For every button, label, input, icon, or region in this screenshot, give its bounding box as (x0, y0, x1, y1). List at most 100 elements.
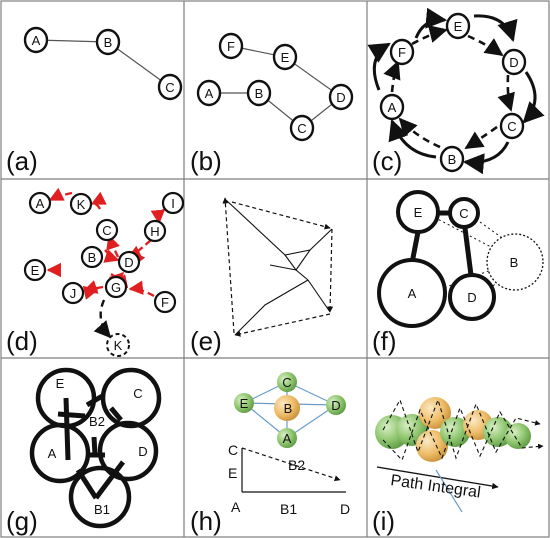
panel-c-node-e: E (445, 12, 471, 40)
panel-d-node-k: K (69, 192, 93, 216)
panel-d-red-arrows (46, 187, 169, 300)
panel-g-node-b2-label: B2 (89, 414, 105, 429)
svg-text:E: E (31, 263, 40, 278)
panel-c-node-b: B (439, 145, 465, 173)
panel-h-sphere-b (274, 395, 300, 421)
panel-d-node-k-ghost (106, 333, 130, 357)
panel-f-node-e-label: E (414, 205, 423, 220)
panel-f-node-e (396, 190, 440, 234)
panel-a: A B C (a) (6, 26, 183, 176)
panel-h-sphere-d (326, 395, 346, 415)
panel-d-label: (d) (6, 326, 38, 356)
panel-h-node-b-label: B (284, 401, 293, 416)
panel-f-node-a-label: A (408, 286, 417, 301)
panel-f-node-c (448, 197, 480, 229)
panel-c: E F D A C B (c) (367, 7, 545, 176)
panel-d-black-path (93, 299, 112, 339)
svg-text:C: C (507, 119, 516, 134)
panel-c-node-d: D (501, 48, 527, 76)
svg-text:A: A (36, 196, 45, 211)
panel-g-node-c-label: C (133, 386, 142, 401)
panel-d-node-e: E (23, 258, 47, 282)
panel-f-node-b (486, 233, 544, 291)
panel-b-label: (b) (190, 146, 222, 176)
panel-f-node-c-label: C (459, 206, 468, 221)
svg-text:K: K (77, 197, 86, 212)
svg-text:B: B (255, 86, 264, 101)
panel-d-node-j: J (61, 281, 85, 305)
panel-c-node-c: C (499, 112, 525, 140)
svg-text:A: A (32, 33, 41, 48)
panel-c-label: (c) (372, 146, 402, 176)
svg-text:D: D (124, 255, 133, 270)
panel-d: K A K I C H B D E (6, 187, 185, 357)
panel-c-outer-cycle (367, 7, 545, 175)
svg-text:D: D (336, 90, 345, 105)
panel-d-node-d: D (117, 250, 141, 274)
panel-i-blue-line (435, 469, 463, 513)
panel-h-axis-x-mid: B1 (280, 501, 297, 517)
panel-g-label: (g) (6, 506, 38, 536)
svg-text:I: I (171, 196, 175, 211)
panel-c-node-f: F (389, 38, 415, 66)
panel-d-node-k-ghost-label: K (114, 338, 123, 353)
panel-h: C E B D A C E A B1 D B2 (h) (190, 372, 350, 536)
panel-a-node-b: B (95, 28, 121, 56)
panel-h-axes (241, 447, 346, 493)
svg-text:C: C (102, 223, 111, 238)
svg-text:D: D (509, 55, 518, 70)
panel-h-diag-label: B2 (288, 457, 305, 473)
svg-text:J: J (70, 286, 77, 301)
svg-text:A: A (388, 100, 397, 115)
panel-b-node-b: B (246, 79, 272, 107)
panel-d-node-g: G (104, 275, 128, 299)
svg-text:E: E (281, 50, 290, 65)
svg-text:G: G (111, 280, 121, 295)
panel-i: Path Integral (i) (372, 397, 544, 536)
panel-h-sphere-c (277, 372, 297, 392)
panel-d-node-i: I (161, 191, 185, 215)
panel-e-network (225, 199, 333, 336)
svg-text:B: B (88, 250, 97, 265)
panel-h-label: (h) (190, 506, 222, 536)
panel-f-label: (f) (372, 326, 397, 356)
panel-h-axis-x-left: A (231, 499, 241, 515)
panel-b-node-d: D (328, 83, 354, 111)
panel-d-node-f: F (153, 290, 177, 314)
panel-b: F E A B D C (b) (190, 32, 354, 176)
panel-d-node-c: C (95, 218, 119, 242)
svg-text:C: C (165, 80, 174, 95)
panel-b-node-e: E (272, 43, 298, 71)
svg-text:C: C (297, 121, 306, 136)
panel-d-node-b: B (80, 245, 104, 269)
svg-text:F: F (398, 45, 406, 60)
panel-b-node-a: A (196, 79, 222, 107)
panel-f-node-d-label: D (467, 290, 476, 305)
panel-a-node-a: A (23, 26, 49, 54)
panel-h-node-c-label: C (282, 375, 291, 390)
panel-h-node-e-label: E (240, 396, 249, 411)
panel-g-node-b1-label: B1 (94, 502, 110, 517)
svg-text:F: F (161, 295, 169, 310)
panel-e: (e) (190, 197, 334, 356)
panel-h-node-d-label: D (331, 398, 340, 413)
panel-b-node-f: F (218, 32, 244, 60)
panel-i-path-arrow (376, 466, 499, 490)
svg-text:B: B (448, 152, 457, 167)
panel-h-axis-y-mid: E (228, 465, 237, 481)
svg-text:H: H (150, 224, 159, 239)
panel-h-sphere-e (234, 393, 254, 413)
panel-i-spheres (375, 397, 531, 462)
panel-g-node-e-label: E (56, 376, 65, 391)
panel-a-node-c: C (157, 73, 183, 101)
panel-i-zigzag-paths (382, 398, 544, 462)
panel-h-axis-x-right: D (340, 501, 350, 517)
panel-f: B E C A D (f) (372, 190, 544, 356)
panel-f-node-a (377, 258, 447, 328)
panel-b-node-c: C (289, 114, 315, 142)
panel-h-sphere-a (277, 428, 297, 448)
panel-g-node-d-label: D (138, 444, 147, 459)
svg-text:A: A (205, 86, 214, 101)
panel-g-node-a-label: A (48, 446, 57, 461)
